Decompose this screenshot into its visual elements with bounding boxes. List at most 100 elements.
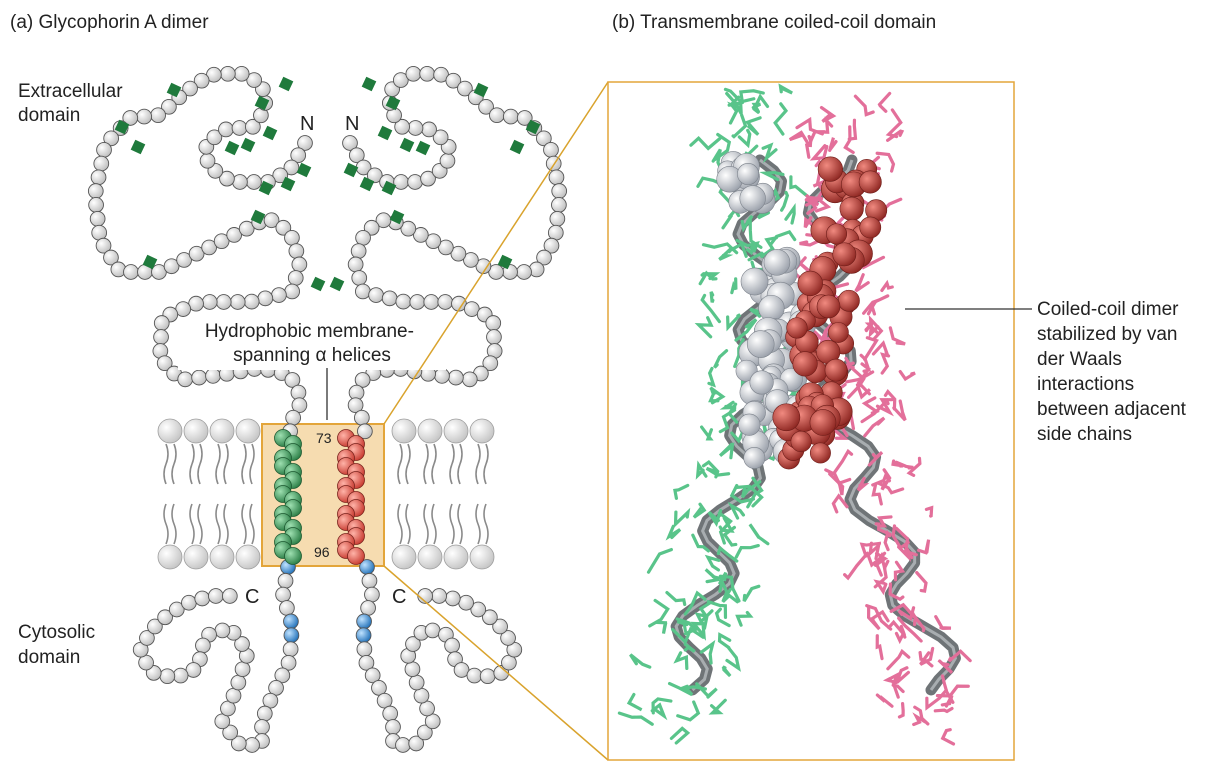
- residue-bead: [219, 170, 235, 187]
- glycan-square: [280, 176, 296, 192]
- extracellular-label: Extracellular domain: [18, 81, 128, 126]
- panel-b-title: (b) Transmembrane coiled-coil domain: [612, 12, 936, 33]
- side-chain-stick-green: [673, 507, 691, 529]
- residue-bead: [363, 219, 380, 236]
- zoom-leader-bottom: [383, 565, 609, 761]
- side-chain-stick-pink: [853, 94, 875, 117]
- residue-bead: [226, 227, 243, 243]
- side-chain-stick-pink: [804, 196, 832, 213]
- side-chain-stick-green: [722, 525, 738, 547]
- residue-bead: [392, 72, 409, 88]
- space-fill-white: [746, 330, 775, 358]
- n-terminus-label-left: N: [300, 113, 314, 135]
- glycan-square: [114, 119, 130, 135]
- lipid-tail: [475, 503, 481, 545]
- residue-bead: [285, 409, 301, 426]
- residue-bead: [463, 252, 479, 268]
- residue-bead: [354, 372, 371, 388]
- n-terminus-label-right: N: [345, 113, 359, 135]
- lipid-tail: [483, 503, 489, 545]
- side-chain-stick-green: [713, 349, 729, 369]
- side-chain-stick-green: [695, 682, 718, 699]
- lipid-tail: [215, 503, 221, 545]
- cytosolic-bead: [147, 618, 163, 635]
- side-chain-stick-green: [704, 568, 721, 584]
- cytosolic-bead: [470, 601, 487, 618]
- c-terminus-label-left: C: [245, 586, 259, 608]
- side-chain-stick-pink: [894, 629, 907, 645]
- residue-bead: [482, 355, 499, 372]
- side-chain-stick-green: [773, 102, 789, 136]
- side-chain-stick-green: [690, 621, 707, 641]
- cytosolic-bead: [444, 590, 461, 607]
- side-chain-stick-pink: [855, 383, 871, 400]
- residue-bead: [347, 256, 364, 273]
- residue-bead: [393, 174, 409, 190]
- cytosolic-bead: [168, 601, 185, 618]
- cytosolic-bead: [405, 636, 421, 652]
- residue-bead: [291, 397, 308, 414]
- protein-chain-left: [87, 65, 313, 753]
- side-chain-stick-green: [769, 229, 797, 247]
- residue-bead: [489, 107, 505, 124]
- cytosolic-bead: [195, 637, 211, 654]
- lipid-head: [417, 544, 443, 570]
- residue-bead: [549, 210, 566, 227]
- residue-bead: [213, 233, 230, 250]
- residue-bead: [122, 110, 139, 126]
- residue-bead: [153, 315, 170, 331]
- residue-bead: [543, 237, 560, 254]
- residue-bead: [516, 110, 533, 126]
- residue-bead: [394, 118, 410, 135]
- helix-bead-red: [347, 547, 365, 565]
- residue-bead: [229, 294, 246, 310]
- cytosolic-bead: [172, 667, 189, 684]
- space-fill-red: [809, 409, 837, 436]
- residue-bead: [291, 256, 308, 273]
- residue-bead: [425, 233, 442, 250]
- side-chain-stick-pink: [870, 294, 890, 316]
- residue-bead: [193, 72, 210, 89]
- residue-bead: [275, 219, 292, 236]
- side-chain-stick-pink: [859, 541, 882, 558]
- side-chain-stick-green: [673, 651, 689, 671]
- side-chain-stick-green: [761, 142, 778, 164]
- residue-bead: [188, 245, 205, 262]
- lipid-tail: [405, 443, 411, 485]
- cytosolic-bead: [444, 637, 460, 654]
- lipid-tail: [241, 503, 247, 545]
- side-chain-stick-pink: [889, 602, 916, 619]
- side-chain-stick-green: [708, 388, 720, 403]
- space-fill-white: [740, 267, 769, 296]
- lipid-tail: [171, 443, 177, 485]
- residue-bead: [96, 141, 112, 158]
- side-chain-stick-green: [718, 247, 734, 261]
- coiled-coil-callout: Coiled-coil dimer stabilized by van der …: [1037, 299, 1191, 445]
- cytosolic-bead: [139, 630, 155, 646]
- side-chain-stick-pink: [891, 524, 910, 551]
- glycan-square: [262, 125, 278, 141]
- side-chain-stick-green: [735, 610, 754, 627]
- residue-bead: [283, 159, 300, 176]
- protein-chain-right: [342, 65, 568, 753]
- side-chain-stick-green: [778, 83, 793, 95]
- panel-a-title: (a) Glycophorin A dimer: [10, 12, 209, 33]
- glycan-square: [130, 139, 146, 155]
- side-chain-stick-green: [676, 700, 701, 722]
- side-chain-stick-pink: [935, 684, 970, 698]
- residue-bead: [432, 129, 449, 146]
- residue-bead: [245, 118, 261, 135]
- side-chain-stick-pink: [898, 370, 916, 382]
- side-chain-stick-green: [734, 543, 760, 559]
- side-chain-stick-pink: [831, 493, 849, 514]
- residue-bead: [348, 147, 365, 164]
- extracellular-label-line-1: Extracellular: [18, 81, 123, 102]
- helix-callout-line-1: Hydrophobic membrane-: [205, 321, 414, 342]
- residue-bead: [375, 212, 392, 229]
- residue-bead: [419, 65, 435, 82]
- residue-bead: [412, 227, 429, 243]
- space-fill-red: [790, 430, 812, 453]
- side-chain-stick-green: [714, 607, 731, 628]
- cytosolic-bead: [408, 735, 425, 752]
- helix-callout: Hydrophobic membrane- spanning α helices: [205, 321, 419, 366]
